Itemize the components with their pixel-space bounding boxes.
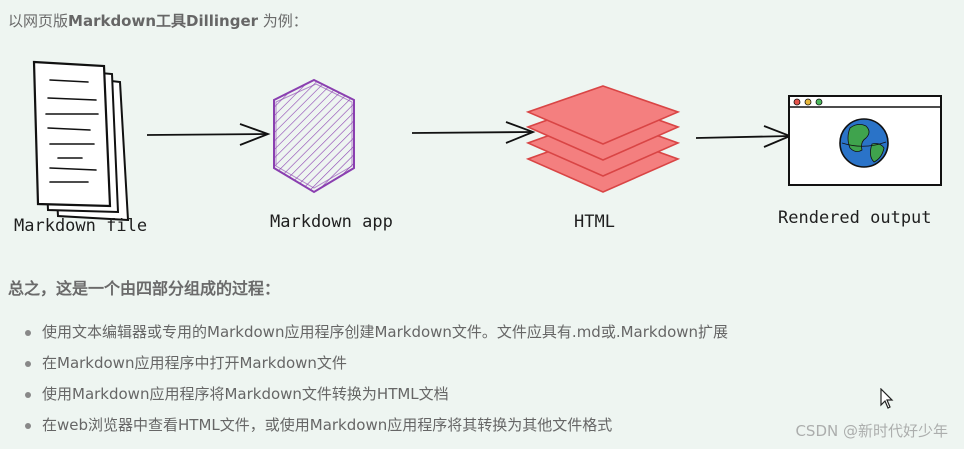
arrow-3 bbox=[695, 125, 793, 148]
workflow-diagram: Markdown file Markdown app HTML Rendered… bbox=[0, 50, 964, 250]
label-markdown-file: Markdown file bbox=[14, 216, 148, 236]
label-html: HTML bbox=[574, 212, 615, 232]
arrow-2 bbox=[411, 121, 536, 144]
workflow-diagram-graphic bbox=[32, 60, 942, 222]
process-steps-list: 使用文本编辑器或专用的Markdown应用程序创建Markdown文件。文件应具… bbox=[22, 322, 728, 446]
label-markdown-app: Markdown app bbox=[270, 212, 393, 232]
hexagon-app-icon bbox=[273, 78, 355, 194]
document-stack-icon bbox=[32, 60, 130, 222]
summary-heading: 总之，这是一个由四部分组成的过程： bbox=[8, 279, 281, 298]
mouse-cursor-icon bbox=[880, 388, 894, 409]
list-item: 在Markdown应用程序中打开Markdown文件 bbox=[22, 353, 728, 384]
list-item: 在web浏览器中查看HTML文件，或使用Markdown应用程序将其转换为其他文… bbox=[22, 415, 728, 446]
list-item: 使用文本编辑器或专用的Markdown应用程序创建Markdown文件。文件应具… bbox=[22, 322, 728, 353]
tool-name: Markdown工具Dillinger bbox=[68, 12, 259, 30]
label-rendered-output: Rendered output bbox=[778, 208, 932, 228]
watermark: CSDN @新时代好少年 bbox=[795, 422, 948, 440]
arrow-1 bbox=[146, 123, 271, 146]
list-item: 使用Markdown应用程序将Markdown文件转换为HTML文档 bbox=[22, 384, 728, 415]
intro-text: 以网页版Markdown工具Dillinger 为例： bbox=[8, 12, 308, 30]
layers-stack-icon bbox=[525, 85, 681, 193]
globe-icon bbox=[839, 118, 889, 168]
